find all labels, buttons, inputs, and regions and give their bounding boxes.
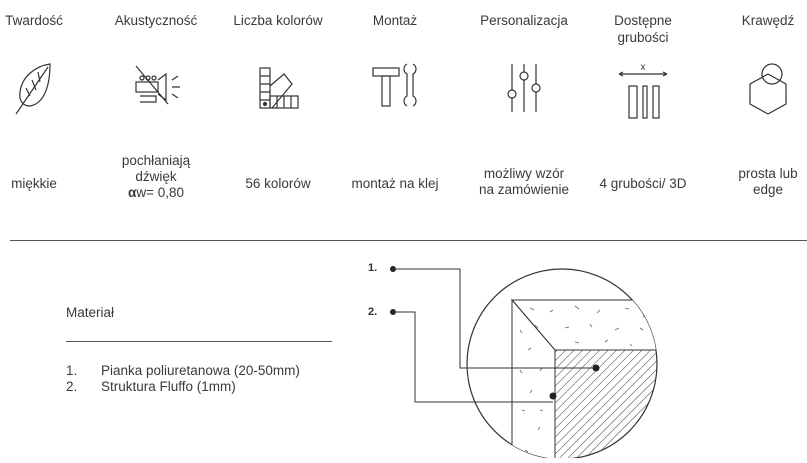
material-list: 1.Pianka poliuretanowa (20-50mm) 2.Struk… [66, 363, 300, 395]
feature-value: prosta lub edge [738, 166, 798, 197]
section-divider [10, 240, 807, 241]
list-item: 2.Struktura Fluffo (1mm) [66, 379, 236, 394]
thickness-icon [618, 71, 668, 119]
material-title: Materiał [66, 305, 115, 320]
cross-section-diagram: 1. 2. [360, 250, 807, 460]
sliders-icon [507, 64, 541, 112]
list-item: 1.Pianka poliuretanowa (20-50mm) [66, 363, 300, 378]
feature-title: Personalizacja [480, 13, 568, 28]
feature-value: montaż na klej [351, 176, 439, 191]
feature-title: Montaż [372, 13, 418, 28]
feature-title: Dostępne grubości [614, 13, 672, 45]
color-swatch-icon [259, 67, 299, 109]
feature-title: Krawędź [741, 13, 795, 28]
edge-icon [749, 63, 787, 115]
feature-value: możliwy wzór na zamówienie [478, 166, 570, 197]
thickness-x-label: x [640, 62, 646, 73]
cross-section-drawing [390, 266, 658, 460]
feature-value: pochłaniają dźwięk αw= 0,80 [121, 153, 191, 200]
feature-title: Akustyczność [114, 13, 198, 28]
hammer-wrench-icon [372, 63, 417, 107]
feature-value: 56 kolorów [245, 176, 311, 191]
material-underline [66, 341, 332, 342]
diagram-label-1: 1. [368, 262, 378, 274]
feature-value: miękkie [11, 176, 57, 191]
alpha-symbol: α [128, 185, 137, 200]
diagram-label-2: 2. [368, 306, 378, 318]
feature-title: Twardość [5, 13, 63, 28]
feature-title: Liczba kolorów [233, 13, 323, 28]
feather-icon [15, 63, 51, 115]
muted-trumpet-icon [135, 65, 180, 105]
feature-value: 4 grubości/ 3D [599, 176, 687, 191]
